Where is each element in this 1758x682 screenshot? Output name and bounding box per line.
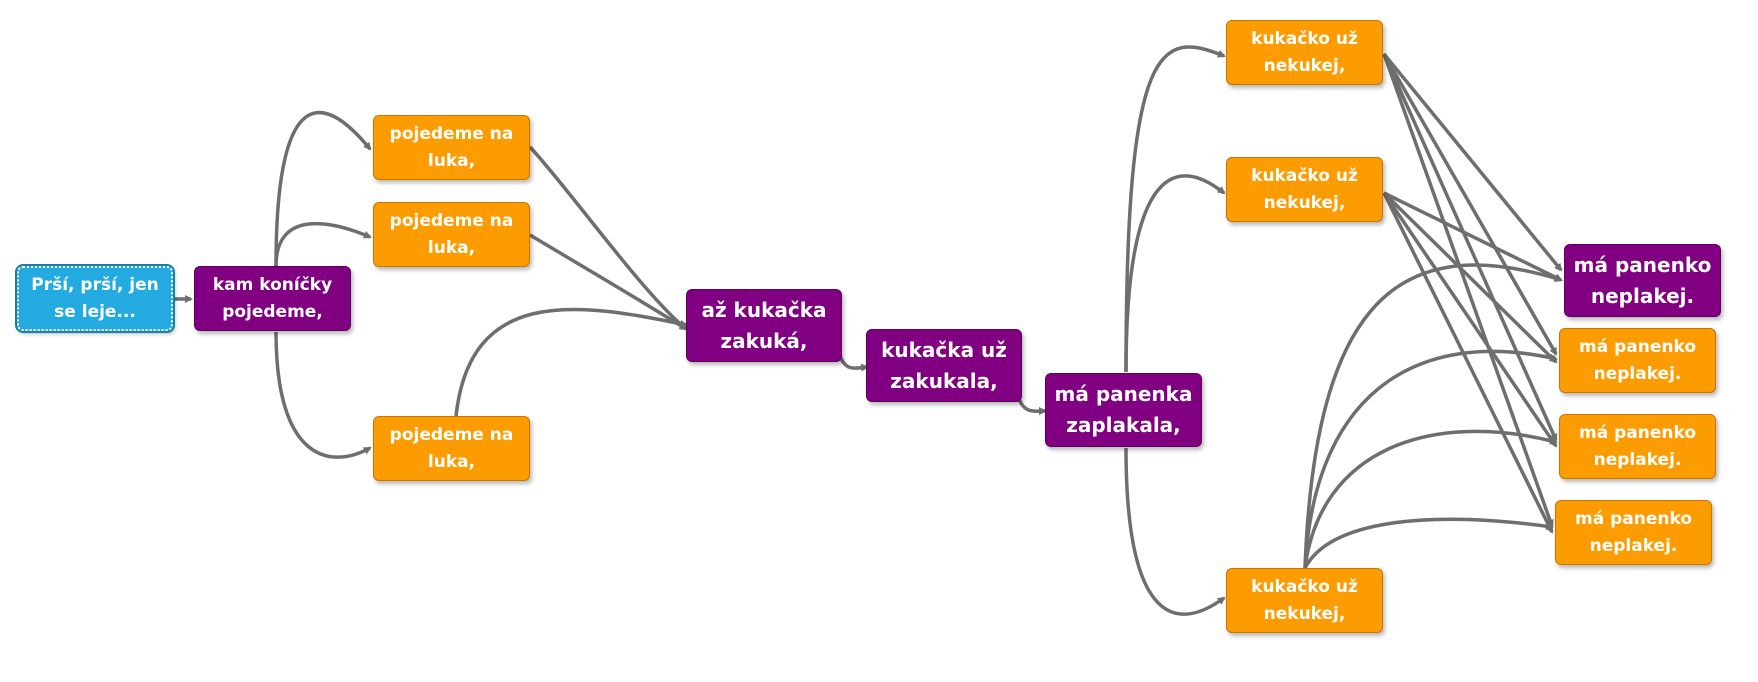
- edge-n6c-to-n7b: [1303, 349, 1558, 569]
- edge-n6c-to-n7d: [1303, 517, 1554, 569]
- node-panenko-neplakej-2[interactable]: má panenko neplakej.: [1559, 328, 1716, 393]
- node-pojedeme-3-label: pojedeme na luka,: [389, 425, 514, 472]
- edge-n5-to-n6b: [1124, 174, 1226, 373]
- edge-n6a-to-n7b: [1382, 53, 1558, 356]
- edge-n6b-to-n7b: [1382, 191, 1558, 364]
- edge-n6b-to-n7d: [1382, 192, 1554, 534]
- edge-n1-to-n2b: [274, 221, 372, 267]
- edge-n2b-to-n3: [529, 233, 688, 331]
- node-panenko-neplakej-4-label: má panenko neplakej.: [1574, 509, 1692, 556]
- node-panenko-neplakej-3-label: má panenko neplakej.: [1578, 423, 1696, 470]
- node-panenko-neplakej-1[interactable]: má panenko neplakej.: [1564, 244, 1721, 317]
- edge-n3-to-n4: [838, 355, 869, 372]
- node-panenko-neplakej-3[interactable]: má panenko neplakej.: [1559, 414, 1716, 479]
- edge-n6a-to-n7d: [1382, 53, 1554, 528]
- edge-n6c-to-n7c: [1303, 429, 1558, 569]
- node-kukacko-nekukej-1[interactable]: kukačko už nekukej,: [1226, 20, 1383, 85]
- node-kukacko-nekukej-2[interactable]: kukačko už nekukej,: [1226, 157, 1383, 222]
- edge-n6a-to-n7c: [1382, 53, 1558, 442]
- node-panenko-neplakej-1-label: má panenko neplakej.: [1573, 252, 1712, 308]
- edge-n4-to-n5: [1017, 398, 1047, 416]
- edge-n2c-to-n3: [454, 307, 688, 417]
- node-az-kukacka[interactable]: až kukačka zakuká,: [686, 289, 842, 362]
- node-pojedeme-3[interactable]: pojedeme na luka,: [373, 416, 530, 481]
- node-pojedeme-2-label: pojedeme na luka,: [389, 211, 514, 258]
- node-kukacko-nekukej-3-label: kukačko už nekukej,: [1251, 577, 1358, 624]
- root-node[interactable]: Prší, prší, jen se leje...: [15, 264, 175, 333]
- node-pojedeme-1[interactable]: pojedeme na luka,: [373, 115, 530, 180]
- node-panenko-neplakej-4[interactable]: má panenko neplakej.: [1555, 500, 1712, 565]
- edge-n1-to-n2a: [274, 110, 372, 267]
- node-kukacko-nekukej-3[interactable]: kukačko už nekukej,: [1226, 568, 1383, 633]
- node-kukacka-zakukala-label: kukačka už zakukala,: [881, 337, 1007, 393]
- node-panenka-zaplakala[interactable]: má panenka zaplakala,: [1045, 373, 1202, 447]
- node-panenka-zaplakala-label: má panenka zaplakala,: [1054, 382, 1193, 437]
- edge-n6c-to-n7a: [1303, 263, 1563, 569]
- node-pojedeme-1-label: pojedeme na luka,: [389, 124, 514, 171]
- edge-n1-to-n2c: [274, 331, 372, 459]
- edge-n5-to-n6a: [1124, 45, 1226, 373]
- node-panenko-neplakej-2-label: má panenko neplakej.: [1578, 337, 1696, 384]
- node-kukacko-nekukej-2-label: kukačko už nekukej,: [1251, 166, 1358, 213]
- node-kukacko-nekukej-1-label: kukačko už nekukej,: [1251, 29, 1358, 76]
- edge-n5-to-n6c: [1124, 447, 1226, 616]
- node-pojedeme-2[interactable]: pojedeme na luka,: [373, 202, 530, 267]
- node-az-kukacka-label: až kukačka zakuká,: [701, 297, 827, 353]
- edge-n6b-to-n7c: [1382, 192, 1558, 448]
- edge-n6b-to-n7a: [1383, 191, 1563, 282]
- edge-n2a-to-n3: [528, 145, 688, 331]
- root-node-label: Prší, prší, jen se leje...: [31, 275, 159, 322]
- edge-n6a-to-n7a: [1382, 52, 1563, 272]
- node-kam-konicky-label: kam koníčky pojedeme,: [212, 275, 333, 322]
- node-kukacka-zakukala[interactable]: kukačka už zakukala,: [866, 329, 1022, 402]
- node-kam-konicky[interactable]: kam koníčky pojedeme,: [194, 266, 351, 331]
